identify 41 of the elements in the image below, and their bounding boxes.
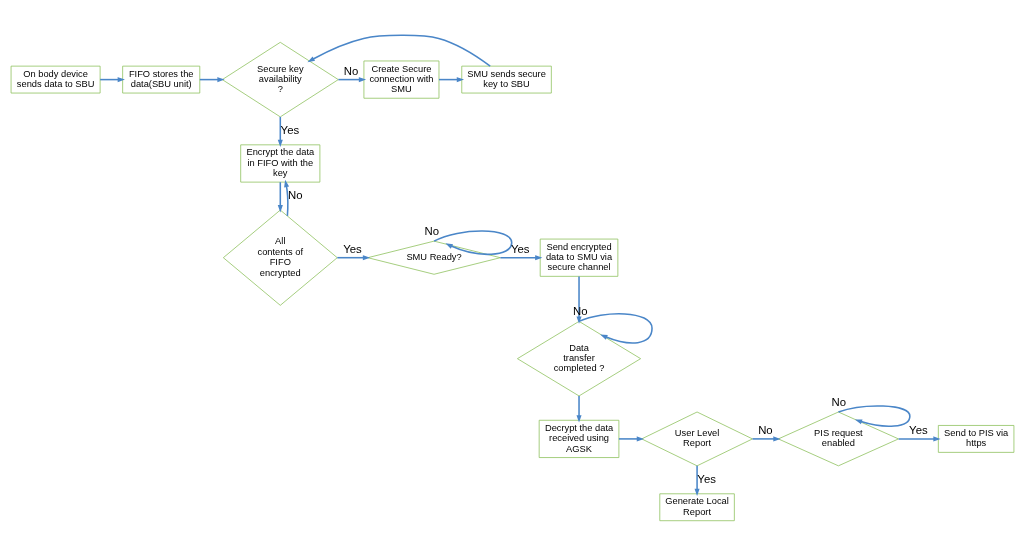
node-box: Generate Local Report [658,493,735,522]
node-box: Send to PIS via https [937,425,1014,453]
arrow [337,77,366,83]
node-box: On body device sends data to SBU [10,65,100,94]
node-box: Send encrypted data to SMU via secure channel [539,238,618,277]
node-diamond: Secure key availability ? [221,41,339,118]
edge-label: Yes [280,123,299,136]
edge-label: No [830,396,846,409]
arrow [283,179,289,217]
node-diamond: User Level Report [640,411,753,467]
arrow [617,436,644,442]
arrow [694,465,700,497]
arrow [576,395,582,423]
arrow [837,405,911,427]
arrow [277,116,283,147]
edge-label: No [287,188,303,201]
arrow [98,77,125,83]
arrow [336,255,370,261]
node-diamond: PIS request enabled [777,411,899,467]
arrow [751,436,781,442]
node-box: Decrypt the data received using AGSK [538,419,619,458]
arrow [198,77,225,83]
edge-label: No [424,225,439,238]
node-box: SMU sends secure key to SBU [460,65,552,94]
arrow [499,255,542,261]
node-diamond: Data transfer completed ? [516,321,641,397]
edge-label: Yes [908,424,928,437]
edge-label: Yes [342,242,362,255]
node-box: Create Secure connection with SMU [363,60,439,99]
edge-label: No [343,64,358,77]
node-box: FIFO stores the data(SBU unit) [121,65,200,94]
edge-label: No [757,424,773,437]
arrow [577,313,653,344]
arrow [437,77,464,83]
arrow [897,436,941,442]
arrow [277,181,283,213]
arrow [576,275,582,324]
node-diamond: All contents of FIFO encrypted [222,209,338,306]
arrow [306,34,491,67]
edge-label: Yes [510,242,530,255]
node-box: Encrypt the data in FIFO with the key [239,144,320,183]
